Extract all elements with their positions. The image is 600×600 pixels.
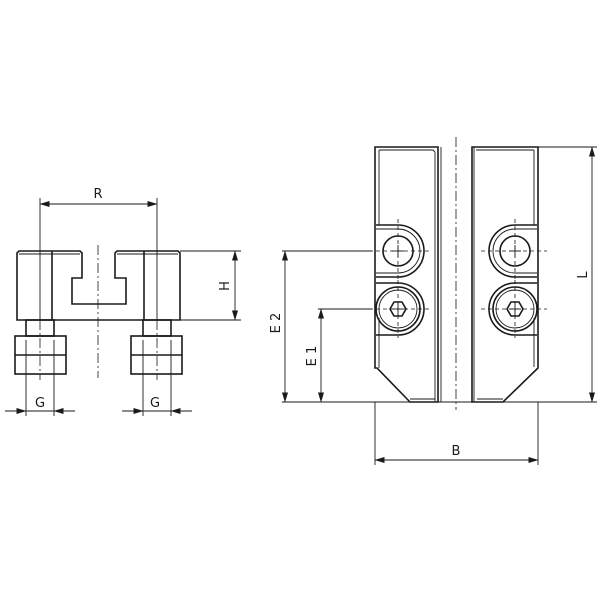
dimension-label-e2: E 2 [269, 313, 284, 334]
right-upper-screw [481, 219, 547, 283]
dimension-label-g-left: G [35, 396, 45, 411]
jaw-profile [16, 250, 181, 321]
dimension-label-r: R [93, 187, 102, 202]
left-jaw [374, 146, 439, 403]
right-jaw [471, 146, 539, 403]
right-lower-screw [481, 280, 547, 338]
left-lower-screw [369, 280, 432, 338]
dimension-label-g-right: G [150, 396, 160, 411]
dimension-label-l: L [576, 271, 591, 279]
side-view: R H G G [5, 187, 241, 416]
dimension-label-b: B [452, 444, 461, 459]
left-upper-screw [369, 219, 432, 283]
dimension-label-e1: E 1 [305, 346, 320, 367]
top-view: E 2 E 1 L B [269, 137, 597, 465]
dimension-label-h: H [218, 281, 233, 291]
